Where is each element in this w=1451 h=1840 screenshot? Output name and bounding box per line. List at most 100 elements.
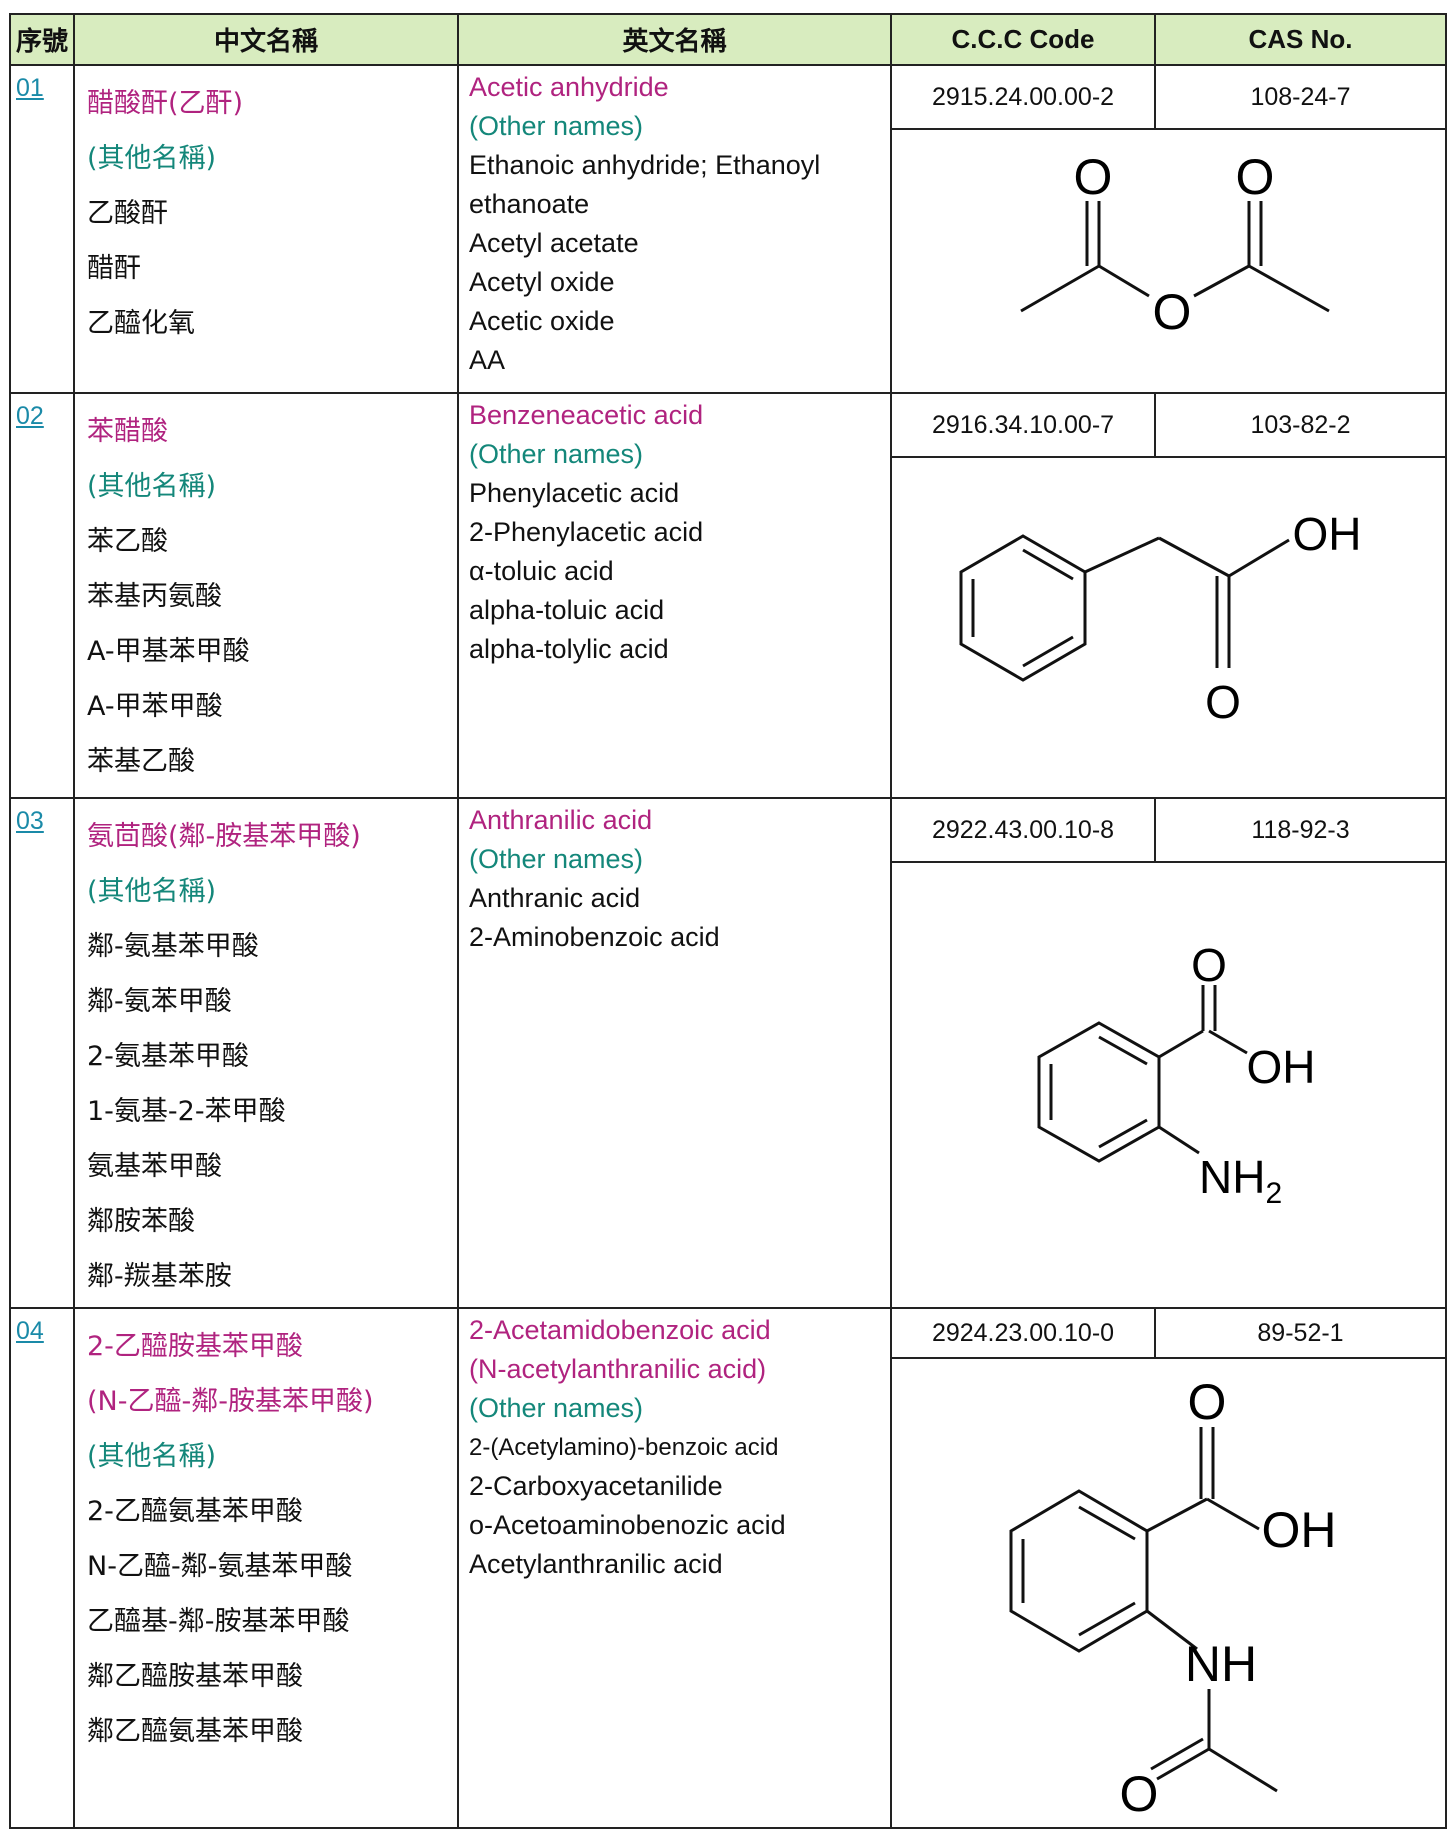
cas-number: 89-52-1 <box>1257 1318 1344 1347</box>
chemical-list-table: 序號 中文名稱 英文名稱 C.C.C Code CAS No. 01 醋酸酐(乙… <box>9 13 1447 1829</box>
table-row: 03 氨茴酸(鄰-胺基苯甲酸) (其他名稱) 鄰-氨基苯甲酸 鄰-氨苯甲酸 2-… <box>11 799 1447 1309</box>
english-other-label: (Other names) <box>469 439 644 469</box>
chinese-primary-name: 氨茴酸(鄰-胺基苯甲酸) <box>87 821 361 852</box>
english-other-name: 2-Carboxyacetanilide <box>469 1471 723 1501</box>
english-other-name: 2-(Acetylamino)-benzoic acid <box>469 1434 779 1461</box>
acetic-anhydride-structure: O O O <box>892 130 1445 392</box>
row-index-cell: 02 <box>11 394 75 799</box>
chinese-other-name: 1-氨基-2-苯甲酸 <box>87 1096 286 1127</box>
chinese-other-label: (其他名稱) <box>87 876 217 907</box>
oxygen-label: O <box>1191 939 1227 991</box>
row-index-link[interactable]: 02 <box>16 402 44 430</box>
ccc-code: 2924.23.00.10-0 <box>892 1309 1156 1357</box>
row-index-cell: 04 <box>11 1309 75 1829</box>
chinese-name-cell: 2-乙醯胺基苯甲酸 (N-乙醯-鄰-胺基苯甲酸) (其他名稱) 2-乙醯氨基苯甲… <box>75 1309 459 1829</box>
chinese-other-name: 鄰乙醯氨基苯甲酸 <box>87 1716 303 1747</box>
header-cas-no: CAS No. <box>1248 24 1353 54</box>
english-other-name: Acetyl oxide <box>469 267 615 297</box>
code-box: 2922.43.00.10-8 118-92-3 <box>892 799 1445 863</box>
header-chinese-name: 中文名稱 <box>75 15 459 66</box>
english-other-name: o-Acetoaminobenozic acid <box>469 1510 786 1540</box>
chinese-other-name: 鄰-羰基苯胺 <box>87 1261 232 1292</box>
english-name-cell: Acetic anhydride (Other names) Ethanoic … <box>459 66 892 394</box>
chinese-name-cell: 氨茴酸(鄰-胺基苯甲酸) (其他名稱) 鄰-氨基苯甲酸 鄰-氨苯甲酸 2-氨基苯… <box>75 799 459 1309</box>
english-other-name: Acetyl acetate <box>469 228 639 258</box>
codes-structure-cell: 2915.24.00.00-2 108-24-7 <box>892 66 1447 394</box>
cas-number: 118-92-3 <box>1251 815 1350 844</box>
table-row: 04 2-乙醯胺基苯甲酸 (N-乙醯-鄰-胺基苯甲酸) (其他名稱) 2-乙醯氨… <box>11 1309 1447 1829</box>
chinese-other-name: 鄰胺苯酸 <box>87 1206 195 1237</box>
english-other-name: ethanoate <box>469 189 590 219</box>
row-index-cell: 03 <box>11 799 75 1309</box>
amine-nh-text: NH <box>1199 1151 1265 1203</box>
chinese-other-name: A-甲基苯甲酸 <box>87 636 250 667</box>
row-index-link[interactable]: 03 <box>16 807 44 835</box>
row-index-cell: 01 <box>11 66 75 394</box>
phenylacetic-acid-structure-drawing: OH O <box>959 508 1361 728</box>
chinese-other-name: 苯基乙酸 <box>87 746 195 777</box>
row-index-link[interactable]: 01 <box>16 74 44 102</box>
chinese-name-cell: 苯醋酸 (其他名稱) 苯乙酸 苯基丙氨酸 A-甲基苯甲酸 A-甲苯甲酸 苯基乙酸 <box>75 394 459 799</box>
code-box: 2915.24.00.00-2 108-24-7 <box>892 66 1445 130</box>
chinese-other-name: N-乙醯-鄰-氨基苯甲酸 <box>87 1551 353 1582</box>
english-other-name: Acetylanthranilic acid <box>469 1549 723 1579</box>
acetic-anhydride-structure-drawing: O O O <box>1019 149 1330 340</box>
ccc-code: 2916.34.10.00-7 <box>892 394 1156 456</box>
table-header-row: 序號 中文名稱 英文名稱 C.C.C Code CAS No. <box>11 15 1447 66</box>
codes-structure-cell: 2916.34.10.00-7 103-82-2 <box>892 394 1447 799</box>
oxygen-label: O <box>1235 149 1274 205</box>
english-other-name: Ethanoic anhydride; Ethanoyl <box>469 150 821 180</box>
english-primary-name: Benzeneacetic acid <box>469 400 704 430</box>
chinese-other-name: 鄰-氨基苯甲酸 <box>87 931 259 962</box>
table-row: 01 醋酸酐(乙酐) (其他名稱) 乙酸酐 醋酐 乙醯化氧 Acetic anh… <box>11 66 1447 394</box>
english-other-label: (Other names) <box>469 1393 644 1423</box>
english-other-name: Phenylacetic acid <box>469 478 680 508</box>
phenylacetic-acid-structure: OH O <box>892 458 1445 797</box>
hydroxyl-label: OH <box>1246 1041 1315 1093</box>
chinese-other-name: 鄰乙醯胺基苯甲酸 <box>87 1661 303 1692</box>
oxygen-label: O <box>1119 1766 1158 1822</box>
english-other-name: 2-Aminobenzoic acid <box>469 922 720 952</box>
header-codes: C.C.C Code CAS No. <box>892 15 1447 66</box>
chinese-other-name: 乙醯基-鄰-胺基苯甲酸 <box>87 1606 350 1637</box>
acetylanthranilic-acid-structure-drawing: O OH NH O <box>1009 1374 1336 1822</box>
chinese-other-name: 醋酐 <box>87 253 141 284</box>
chinese-other-name: 2-乙醯氨基苯甲酸 <box>87 1496 303 1527</box>
codes-structure-cell: 2924.23.00.10-0 89-52-1 <box>892 1309 1447 1829</box>
oxygen-label: O <box>1073 149 1112 205</box>
english-other-name: alpha-toluic acid <box>469 595 665 625</box>
english-name-cell: Anthranilic acid (Other names) Anthranic… <box>459 799 892 1309</box>
chinese-primary-name: (N-乙醯-鄰-胺基苯甲酸) <box>87 1386 374 1417</box>
chinese-other-name: 鄰-氨苯甲酸 <box>87 986 232 1017</box>
code-box: 2916.34.10.00-7 103-82-2 <box>892 394 1445 458</box>
hydroxyl-label: OH <box>1261 1502 1336 1558</box>
chinese-other-label: (其他名稱) <box>87 471 217 502</box>
chinese-other-label: (其他名稱) <box>87 143 217 174</box>
header-index: 序號 <box>11 15 75 66</box>
english-name-cell: 2-Acetamidobenzoic acid (N-acetylanthran… <box>459 1309 892 1829</box>
row-index-link[interactable]: 04 <box>16 1317 44 1345</box>
hydroxyl-label: OH <box>1292 508 1361 560</box>
english-other-name: Anthranic acid <box>469 883 641 913</box>
oxygen-label: O <box>1205 676 1241 728</box>
chinese-other-name: 乙酸酐 <box>87 198 168 229</box>
chinese-name-cell: 醋酸酐(乙酐) (其他名稱) 乙酸酐 醋酐 乙醯化氧 <box>75 66 459 394</box>
header-english-name: 英文名稱 <box>459 15 892 66</box>
english-name-cell: Benzeneacetic acid (Other names) Phenyla… <box>459 394 892 799</box>
oxygen-label: O <box>1152 284 1191 340</box>
chinese-other-name: 乙醯化氧 <box>87 308 195 339</box>
english-other-name: 2-Phenylacetic acid <box>469 517 704 547</box>
chinese-other-label: (其他名稱) <box>87 1441 217 1472</box>
english-primary-name: (N-acetylanthranilic acid) <box>469 1354 767 1384</box>
english-other-name: AA <box>469 345 506 375</box>
amine-label: NH2 <box>1199 1151 1282 1210</box>
table-row: 02 苯醋酸 (其他名稱) 苯乙酸 苯基丙氨酸 A-甲基苯甲酸 A-甲苯甲酸 苯… <box>11 394 1447 799</box>
english-primary-name: Acetic anhydride <box>469 72 669 102</box>
codes-structure-cell: 2922.43.00.10-8 118-92-3 <box>892 799 1447 1309</box>
chinese-primary-name: 2-乙醯胺基苯甲酸 <box>87 1331 303 1362</box>
chinese-other-name: A-甲苯甲酸 <box>87 691 223 722</box>
anthranilic-acid-structure: O OH NH2 <box>892 863 1445 1307</box>
english-other-name: Acetic oxide <box>469 306 615 336</box>
english-primary-name: 2-Acetamidobenzoic acid <box>469 1315 771 1345</box>
